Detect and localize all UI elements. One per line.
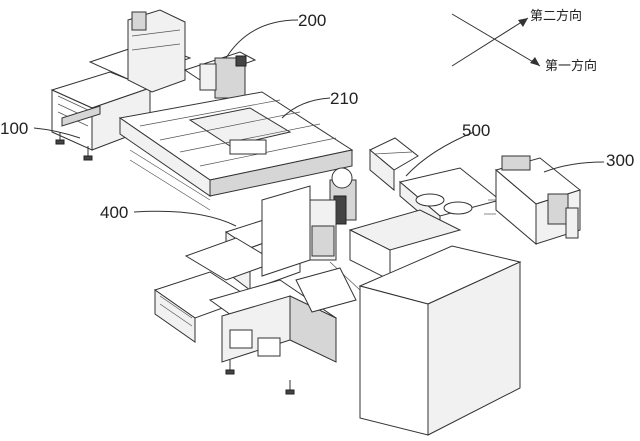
first-direction-label: 第一方向 — [545, 59, 598, 74]
station-module-300 — [398, 155, 582, 246]
conveyor-210 — [118, 91, 354, 211]
direction-indicator — [451, 13, 541, 67]
label-210: 210 — [330, 89, 359, 108]
robot-module-500 — [305, 137, 419, 261]
enclosure-box — [358, 245, 522, 436]
label-300: 300 — [606, 151, 635, 170]
leader-lines — [33, 19, 605, 227]
label-200: 200 — [298, 11, 327, 30]
loading-module-100 — [50, 71, 152, 161]
label-100: 100 — [0, 119, 29, 138]
upper-module-200 — [88, 9, 257, 99]
second-direction-label: 第二方向 — [530, 9, 583, 24]
label-500: 500 — [462, 121, 491, 140]
label-400: 400 — [100, 203, 129, 222]
